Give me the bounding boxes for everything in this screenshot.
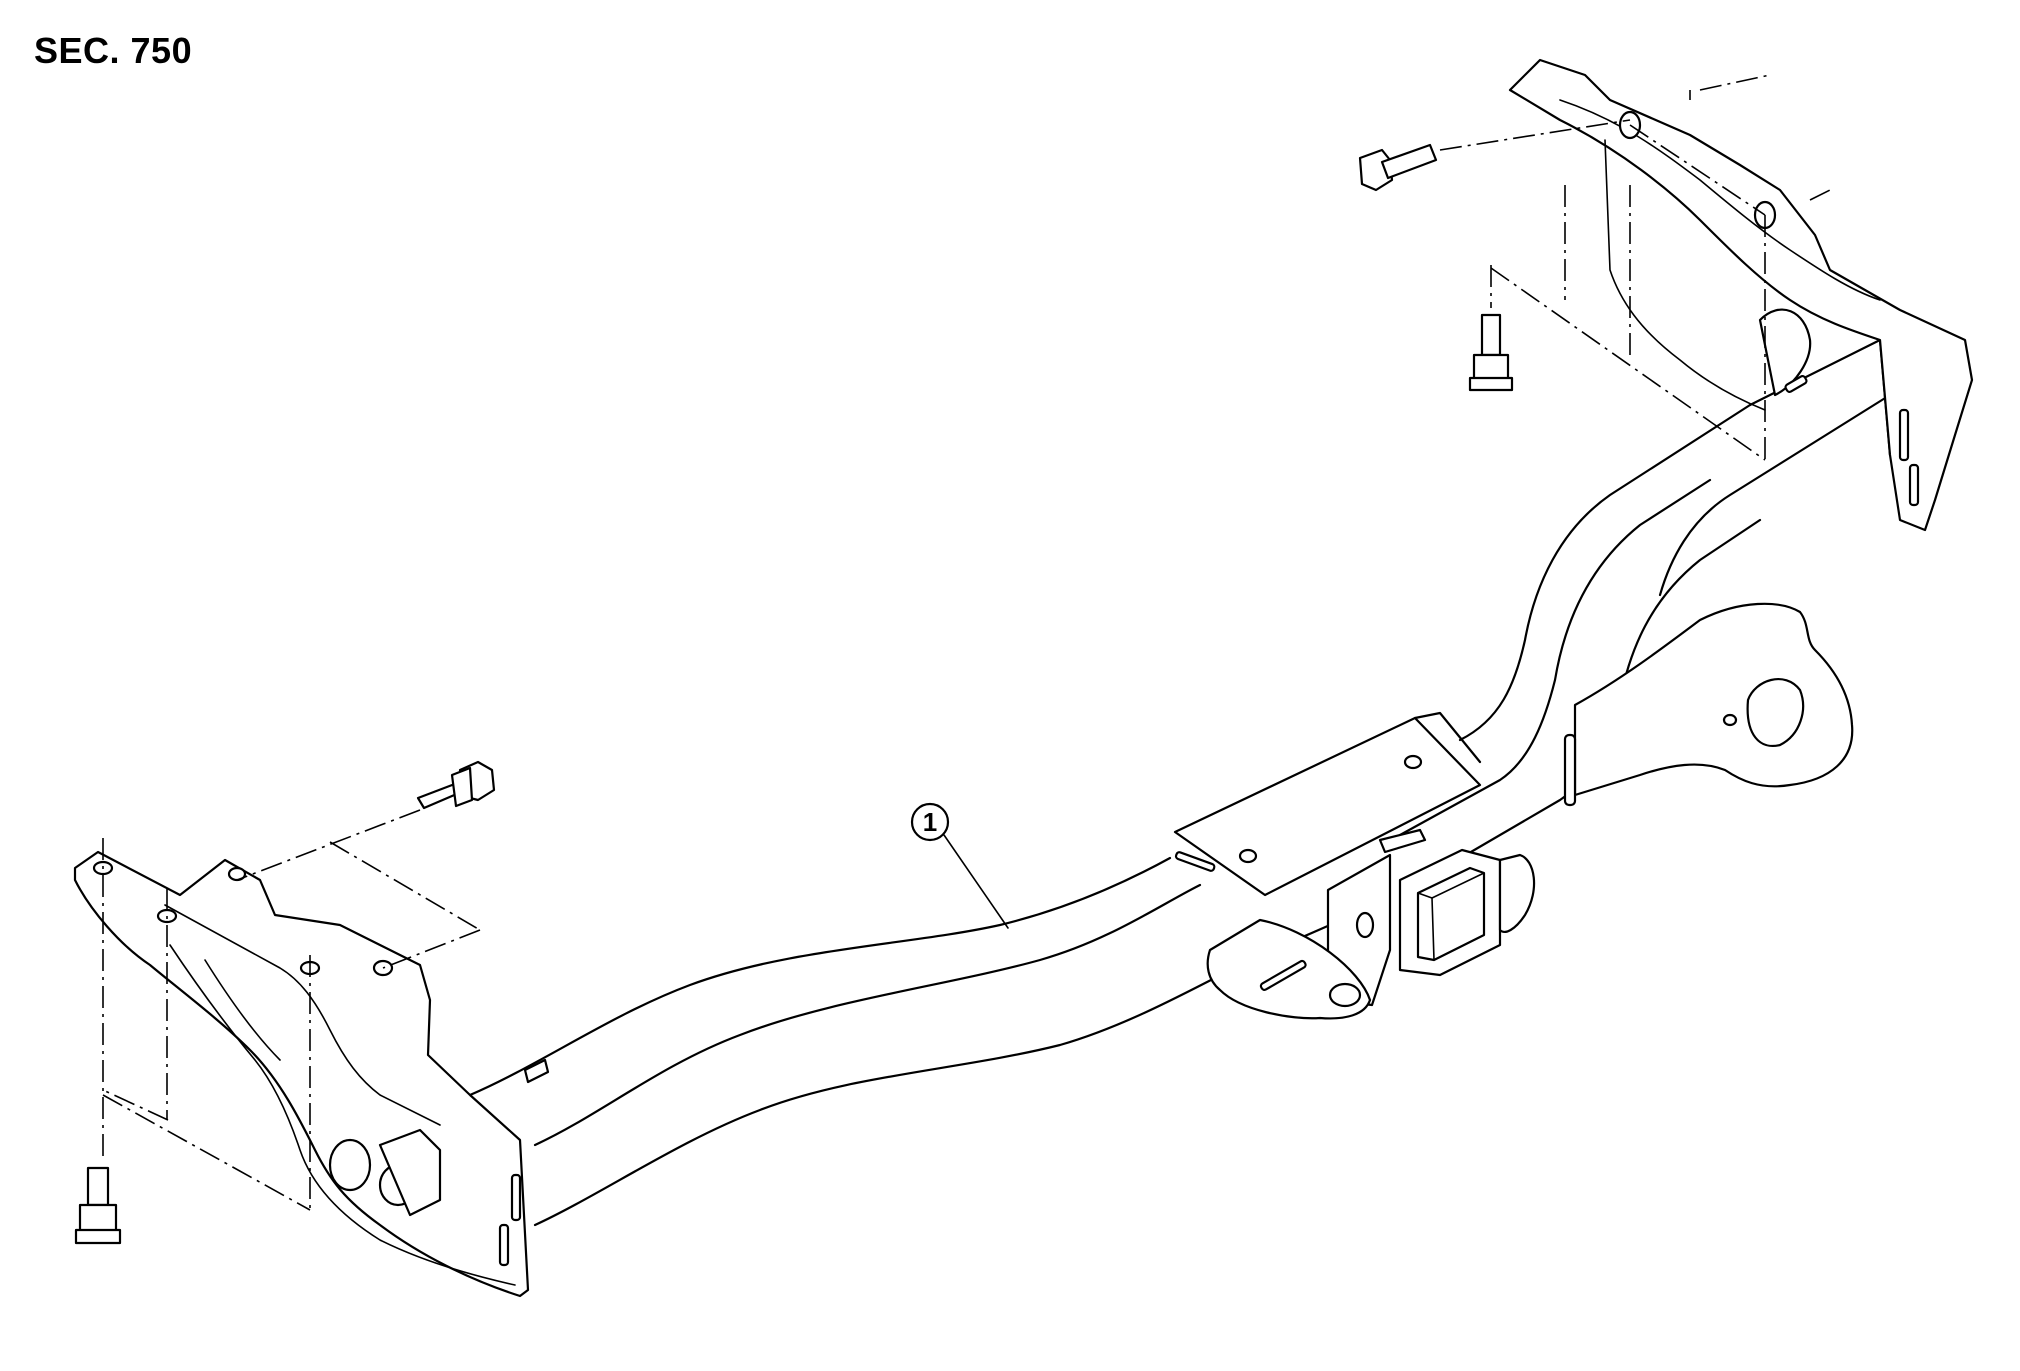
left-vertical-bolt (74, 1166, 122, 1245)
hitch-cross-tube (468, 338, 1902, 1227)
hitch-receiver (1173, 711, 1536, 1020)
right-safety-bracket (1563, 602, 1854, 807)
callout-1: 1 (910, 802, 1009, 929)
right-mounting-bracket (1508, 58, 1974, 532)
right-horizontal-bolt (1358, 143, 1438, 192)
left-fasteners (74, 760, 496, 1245)
right-fasteners (1358, 74, 1831, 461)
left-horizontal-bolt (416, 760, 496, 810)
callout-1-number: 1 (923, 807, 937, 837)
left-mounting-bracket (73, 850, 550, 1298)
right-vertical-bolt (1468, 313, 1514, 392)
section-label: SEC. 750 (34, 30, 193, 71)
